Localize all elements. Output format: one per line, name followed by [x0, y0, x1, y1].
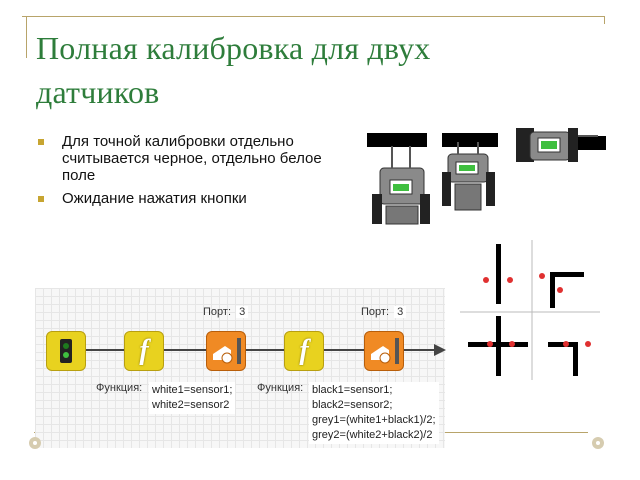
code-line: grey1=(white1+black1)/2; [312, 414, 436, 426]
function-block-2[interactable]: f [284, 331, 324, 371]
line-corner-top [550, 272, 584, 308]
black-strip-2 [442, 133, 498, 147]
ornament-icon [592, 437, 604, 449]
function-code-1[interactable]: white1=sensor1; white2=sensor2 [149, 382, 236, 414]
bullet-marker-icon [38, 196, 44, 202]
sensor-wait-icon [371, 338, 399, 364]
sensor-dot [507, 277, 513, 283]
line-cross [468, 316, 528, 376]
code-line: black1=sensor1; [312, 384, 393, 396]
port-value[interactable]: 3 [394, 306, 407, 318]
bullet-text: Ожидание нажатия кнопки [62, 190, 247, 207]
sensor-wait-icon [213, 338, 241, 364]
port-label-text: Порт: [203, 306, 231, 318]
arrow-head-icon [434, 344, 446, 356]
frame-right-line [604, 16, 605, 24]
port-label-text: Порт: [361, 306, 389, 318]
frame-left-line [26, 16, 27, 58]
code-line: white1=sensor1; [152, 384, 233, 396]
robot-icon [516, 128, 598, 162]
sensor-position-diagram [460, 240, 600, 380]
function-icon: f [299, 335, 309, 366]
code-line: white2=sensor2 [152, 399, 230, 411]
frame-top-line [22, 16, 604, 17]
start-block[interactable] [46, 331, 86, 371]
code-line: grey2=(white2+black2)/2 [312, 429, 433, 441]
sensor-dot [487, 341, 493, 347]
line-vertical [496, 244, 501, 304]
function-code-2[interactable]: black1=sensor1; black2=sensor2; grey1=(w… [309, 382, 439, 444]
port-label-1: Порт: 3 [203, 306, 249, 318]
robot-icon [372, 146, 430, 225]
code-line: black2=sensor2; [312, 399, 393, 411]
function-icon: f [139, 335, 149, 366]
robot-icon [442, 142, 495, 211]
ornament-icon [29, 437, 41, 449]
bullet-list: Для точной калибровки отдельно считывает… [38, 133, 358, 213]
function-block-1[interactable]: f [124, 331, 164, 371]
function-label-1: Функция: [96, 382, 143, 394]
port-value[interactable]: 3 [236, 306, 249, 318]
sensor-dot [563, 341, 569, 347]
bullet-item: Ожидание нажатия кнопки [38, 190, 358, 207]
robot-illustrations [367, 128, 606, 225]
sensor-dot [539, 273, 545, 279]
port-label-2: Порт: 3 [361, 306, 407, 318]
bullet-item: Для точной калибровки отдельно считывает… [38, 133, 358, 184]
sensor-dot [585, 341, 591, 347]
sensor-dot [509, 341, 515, 347]
sensor-wait-block-1[interactable] [206, 331, 246, 371]
function-label-2: Функция: [257, 382, 304, 394]
line-corner-bottom [548, 342, 578, 376]
black-strip-1 [367, 133, 427, 147]
sensor-dot [557, 287, 563, 293]
start-icon [60, 339, 72, 363]
slide-title: Полная калибровка для двух датчиков [36, 30, 431, 110]
bullet-text: Для точной калибровки отдельно считывает… [62, 133, 322, 184]
bullet-marker-icon [38, 139, 44, 145]
sensor-dot [483, 277, 489, 283]
sensor-wait-block-2[interactable] [364, 331, 404, 371]
